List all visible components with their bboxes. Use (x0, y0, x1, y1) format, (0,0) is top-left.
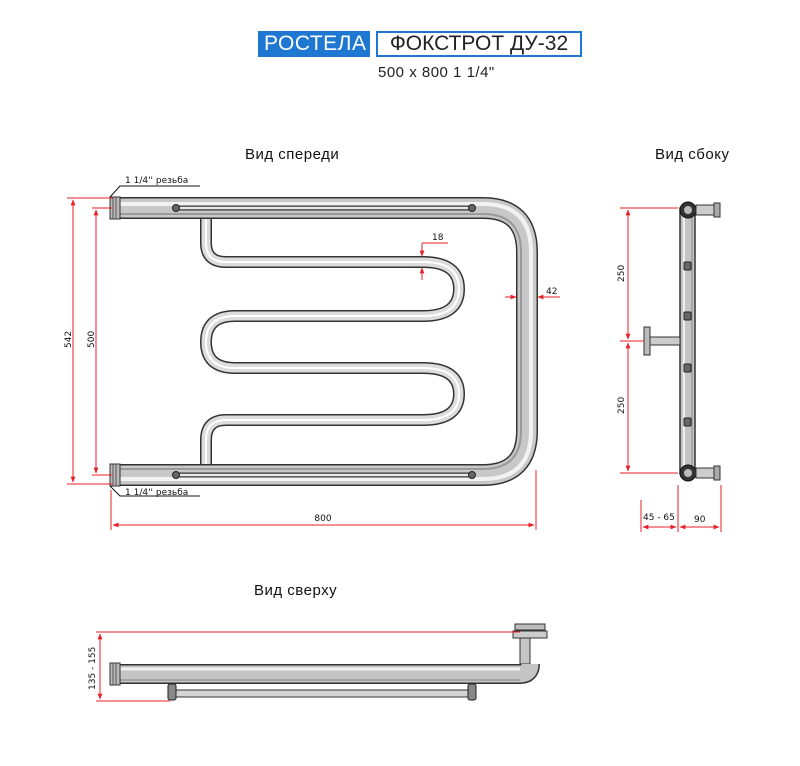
front-outer-pipe (114, 197, 538, 486)
top-view: 135 - 155 (88, 623, 548, 702)
depth-90-label: 90 (694, 515, 706, 525)
front-view-title: Вид спереди (245, 146, 340, 163)
front-coil-pipe (200, 210, 465, 472)
title-bar: РОСТЕЛА ФОКСТРОТ ДУ-32 (258, 31, 582, 57)
model-label: ФОКСТРОТ ДУ-32 (376, 31, 582, 57)
side-250-upper-label: 250 (617, 265, 627, 282)
front-view: 1 1/4'' резьба 1 1/4'' резьба 542 500 80… (64, 176, 560, 530)
thread-bottom-label: 1 1/4'' резьба (125, 488, 188, 498)
top-depth-label: 135 - 155 (88, 647, 98, 690)
wall-offset-label: 45 - 65 (643, 513, 675, 523)
gap-18-label: 18 (432, 233, 444, 243)
height-542-label: 542 (64, 331, 74, 348)
brand-label: РОСТЕЛА (258, 31, 370, 57)
size-spec: 500 x 800 1 1/4" (378, 64, 495, 81)
offset-42-label: 42 (546, 287, 557, 297)
center-500-label: 500 (87, 331, 97, 348)
side-view-title: Вид сбоку (655, 146, 730, 163)
side-250-lower-label: 250 (617, 397, 627, 414)
thread-top-label: 1 1/4'' резьба (125, 176, 188, 186)
top-view-title: Вид сверху (254, 582, 338, 599)
width-800-label: 800 (314, 514, 331, 524)
side-view: 250 250 45 - 65 90 (617, 201, 722, 532)
